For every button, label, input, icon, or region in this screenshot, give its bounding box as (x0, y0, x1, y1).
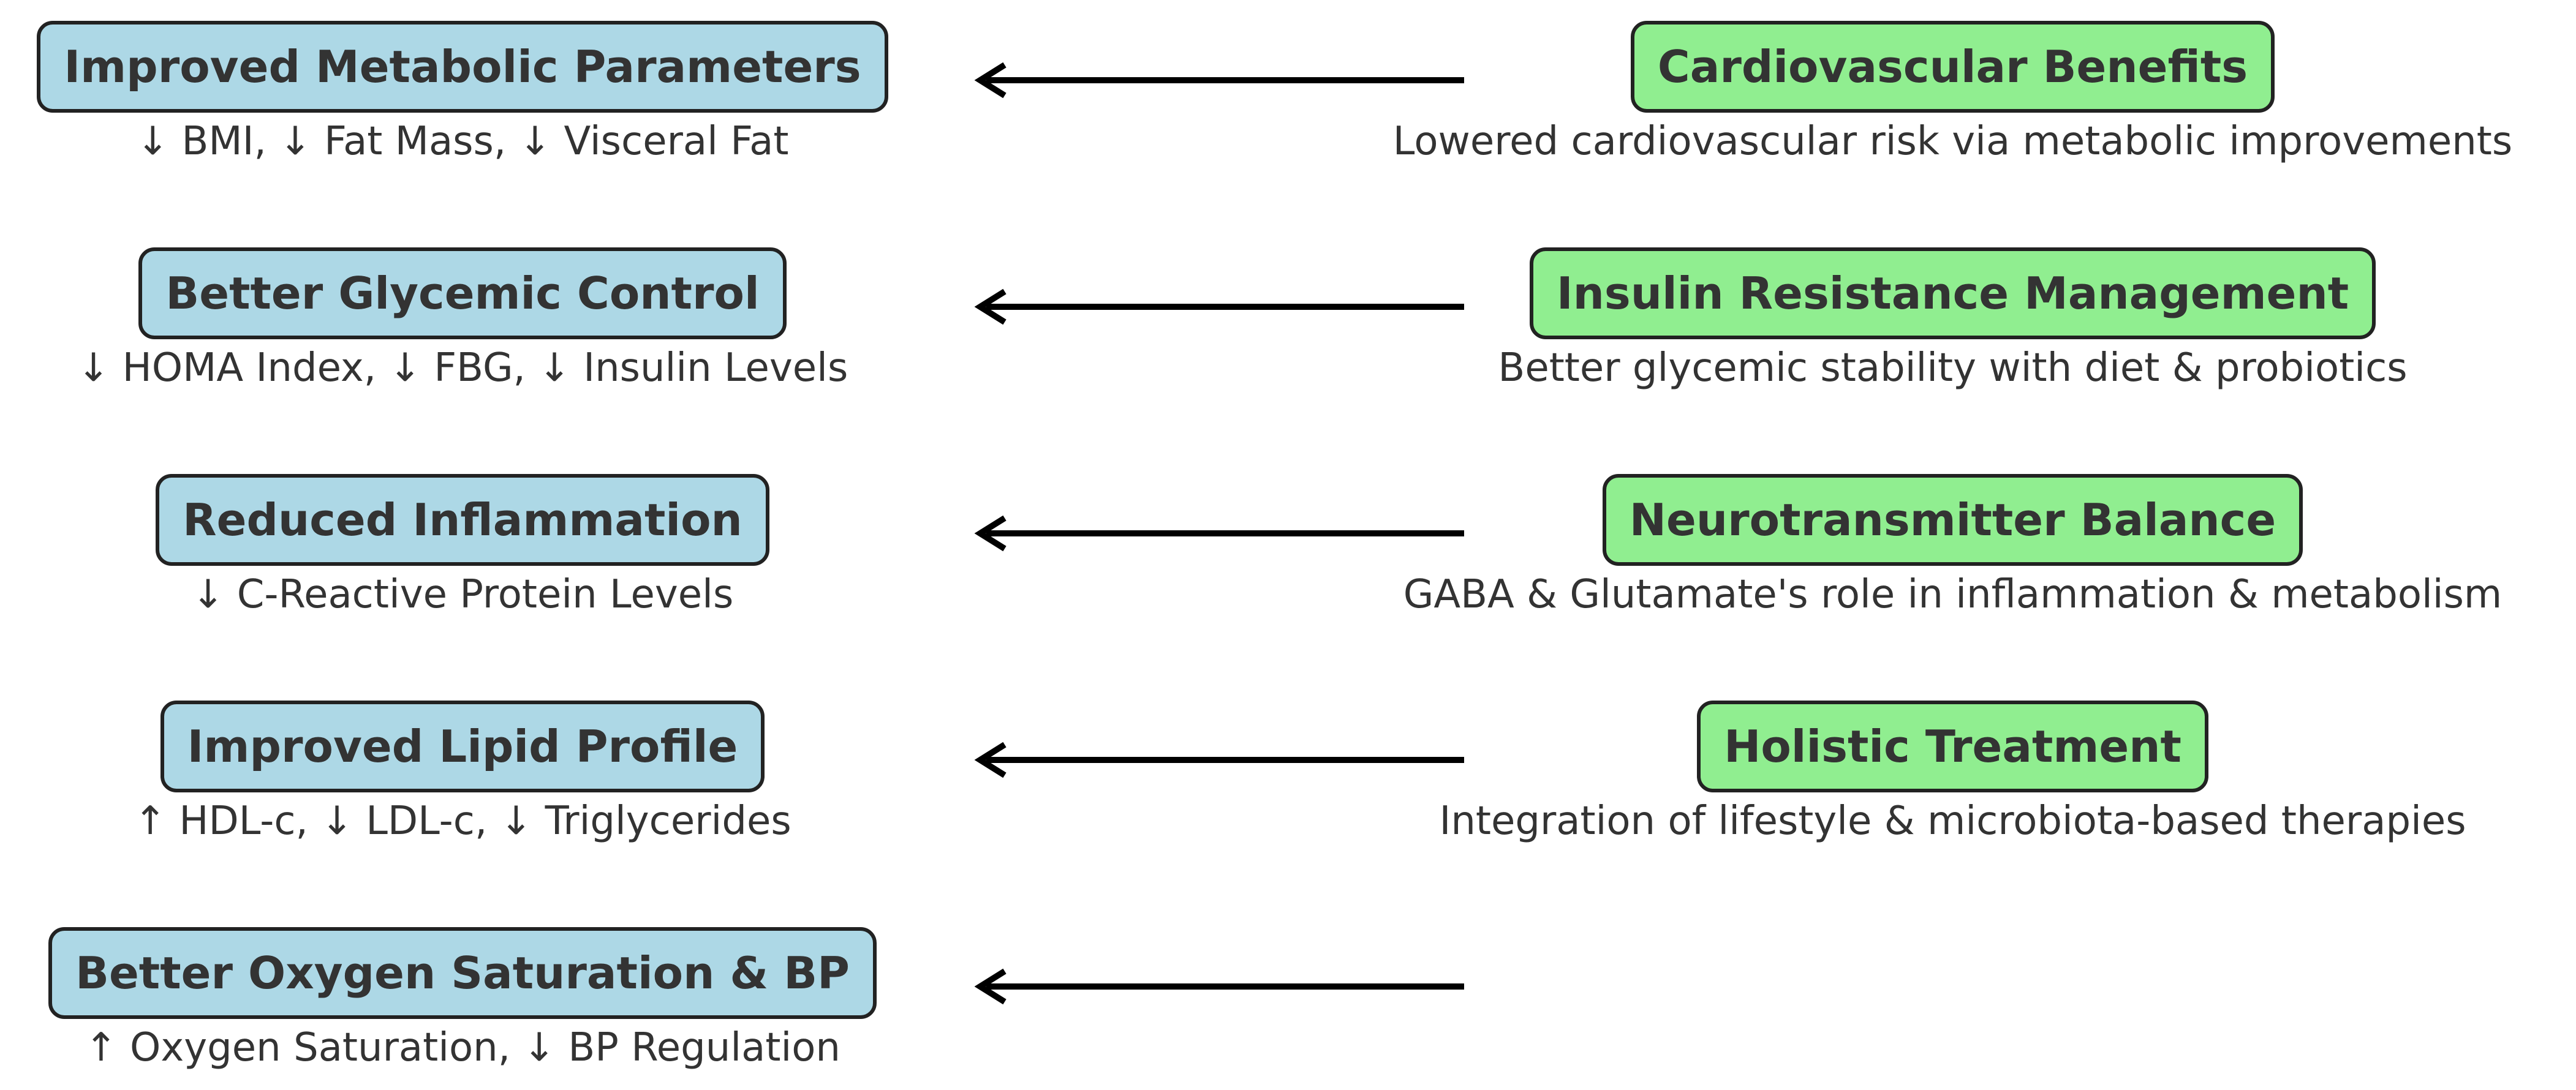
outcomes-column: Improved Metabolic Parameters ↓ BMI, ↓ F… (0, 0, 925, 1088)
mechanism-item-2: Insulin Resistance Management Better gly… (1329, 227, 2576, 410)
outcome-item-4: Improved Lipid Profile ↑ HDL-c, ↓ LDL-c,… (0, 680, 925, 863)
mechanism-description: Integration of lifestyle & microbiota-ba… (1439, 799, 2466, 844)
mechanism-item-1: Cardiovascular Benefits Lowered cardiova… (1329, 0, 2576, 184)
mechanism-box: Cardiovascular Benefits (1630, 21, 2275, 113)
outcome-description: ↑ HDL-c, ↓ LDL-c, ↓ Triglycerides (134, 799, 791, 844)
mechanism-description: Lowered cardiovascular risk via metaboli… (1392, 119, 2513, 164)
mechanism-description: Better glycemic stability with diet & pr… (1498, 345, 2408, 391)
outcome-description: ↓ HOMA Index, ↓ FBG, ↓ Insulin Levels (77, 345, 848, 391)
mechanisms-column: Cardiovascular Benefits Lowered cardiova… (1329, 0, 2576, 1088)
mechanism-item-3: Neurotransmitter Balance GABA & Glutamat… (1329, 453, 2576, 637)
arrow-row-3 (974, 515, 1464, 552)
outcome-item-1: Improved Metabolic Parameters ↓ BMI, ↓ F… (0, 0, 925, 184)
outcome-box: Improved Lipid Profile (160, 701, 765, 792)
outcome-description: ↓ C-Reactive Protein Levels (191, 572, 734, 617)
outcome-box: Better Glycemic Control (138, 247, 787, 339)
outcome-item-3: Reduced Inflammation ↓ C-Reactive Protei… (0, 453, 925, 637)
mechanism-box: Holistic Treatment (1697, 701, 2208, 792)
arrow-row-4 (974, 742, 1464, 778)
arrow-row-2 (974, 288, 1464, 325)
arrow-row-1 (974, 62, 1464, 99)
outcome-description: ↓ BMI, ↓ Fat Mass, ↓ Visceral Fat (136, 119, 789, 164)
outcome-description: ↑ Oxygen Saturation, ↓ BP Regulation (85, 1025, 840, 1070)
mechanism-box: Insulin Resistance Management (1529, 247, 2376, 339)
outcome-box: Better Oxygen Saturation & BP (48, 927, 877, 1019)
outcome-box: Improved Metabolic Parameters (37, 21, 888, 113)
arrow-row-5 (974, 968, 1464, 1005)
mechanism-box: Neurotransmitter Balance (1602, 474, 2303, 566)
mechanism-item-4: Holistic Treatment Integration of lifest… (1329, 680, 2576, 863)
mechanism-description: GABA & Glutamate's role in inflammation … (1403, 572, 2502, 617)
outcome-box: Reduced Inflammation (156, 474, 769, 566)
outcome-item-5: Better Oxygen Saturation & BP ↑ Oxygen S… (0, 906, 925, 1090)
outcome-item-2: Better Glycemic Control ↓ HOMA Index, ↓ … (0, 227, 925, 410)
